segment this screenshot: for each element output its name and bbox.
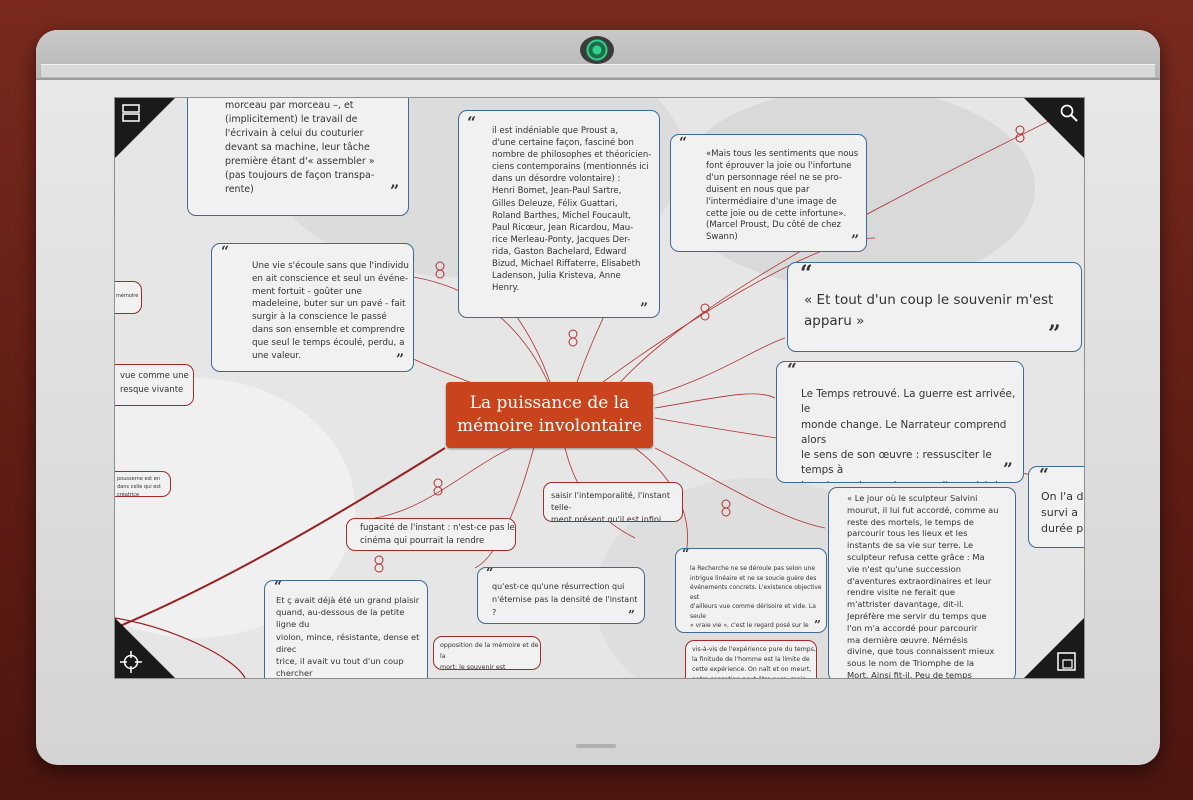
window-icon[interactable]: [1056, 651, 1078, 673]
central-title: La puissance de la mémoire involontaire: [457, 393, 642, 436]
node-pousserne-partial[interactable]: pousserne est en dans celle qui est créa…: [115, 471, 171, 497]
corner-bottom-left[interactable]: [115, 618, 175, 678]
corner-top-right[interactable]: [1024, 98, 1084, 158]
menu-layout-icon[interactable]: [121, 102, 143, 124]
search-icon[interactable]: [1058, 102, 1080, 124]
central-title-node[interactable]: La puissance de la mémoire involontaire: [446, 382, 653, 448]
node-philosophes[interactable]: “ il est indéniable que Proust a, d'une …: [458, 110, 660, 318]
node-temps-retrouve[interactable]: “ Le Temps retrouvé. La guerre est arriv…: [776, 361, 1024, 483]
mind-map-canvas[interactable]: morceau par morceau –, et (implicitement…: [114, 97, 1085, 679]
bezel-bottom-mark: [576, 744, 616, 748]
node-fresque-vivante[interactable]: vue comme une resque vivante: [115, 364, 194, 406]
wifi-icon: [580, 36, 614, 64]
corner-bottom-right[interactable]: [1024, 618, 1084, 678]
node-memoire-partial[interactable]: mémoire: [115, 281, 142, 314]
node-recherche[interactable]: “ la Recherche ne se déroule pas selon u…: [675, 548, 827, 633]
node-citation-swann[interactable]: “ «Mais tous les sentiments que nous fon…: [670, 134, 867, 252]
node-couturier[interactable]: morceau par morceau –, et (implicitement…: [187, 98, 409, 216]
node-on-la-dit[interactable]: “ On l'a dit survi a durée pu: [1028, 466, 1084, 548]
node-sculpteur-salvini[interactable]: « Le jour où le sculpteur Salvini mourut…: [828, 487, 1016, 678]
node-memoire-mort[interactable]: opposition de la mémoire et de la mort: …: [433, 636, 541, 670]
node-fugacite[interactable]: fugacité de l'instant : n'est-ce pas le …: [346, 518, 516, 551]
node-violon-piano[interactable]: “ Et ç avait déjà été un grand plaisir q…: [264, 580, 428, 678]
node-intemporalite[interactable]: saisir l'intemporalité, l'instant telle-…: [543, 482, 683, 522]
node-vie-ecoule[interactable]: “ Une vie s'écoule sans que l'individu e…: [211, 243, 414, 372]
node-finitude[interactable]: vis-à-vis de l'expérience pure du temps,…: [685, 640, 817, 678]
corner-top-left[interactable]: [115, 98, 175, 158]
crosshair-icon[interactable]: [119, 650, 143, 674]
node-resurrection[interactable]: “ qu'est-ce qu'une résurrection qui n'ét…: [477, 567, 645, 624]
bezel-strip: [41, 64, 1155, 77]
node-souvenir-apparu[interactable]: “ « Et tout d'un coup le souvenir m'est …: [787, 262, 1082, 352]
